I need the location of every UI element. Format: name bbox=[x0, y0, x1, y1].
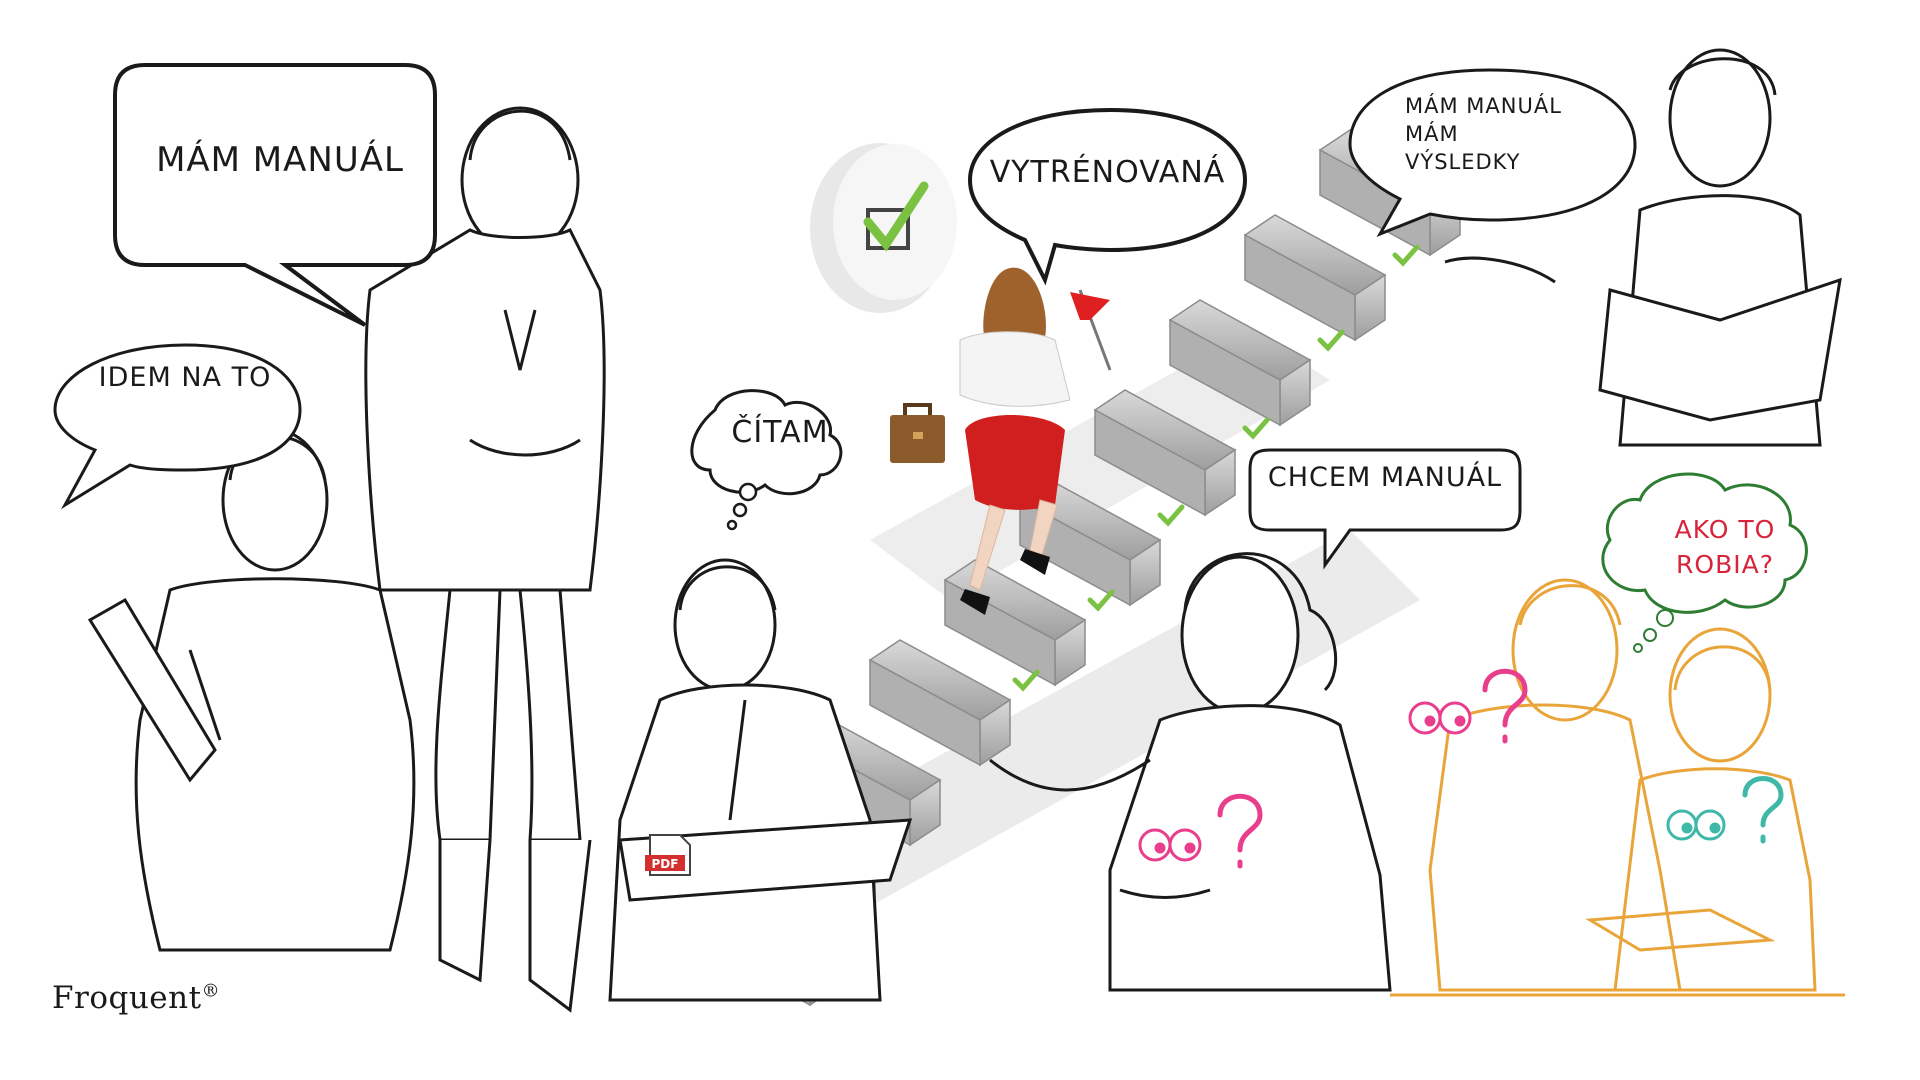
chcem-manual-text: CHCEM MANUÁL bbox=[1267, 462, 1503, 493]
speech-bubble-chcem-manual bbox=[1248, 448, 1522, 570]
gesturing-woman bbox=[989, 552, 1392, 992]
check-icon bbox=[1242, 417, 1270, 440]
check-icon bbox=[863, 181, 929, 252]
stair-step bbox=[943, 559, 1087, 687]
speech-bubble-mam-manual bbox=[113, 63, 437, 327]
question-mark-icon bbox=[1742, 776, 1784, 844]
speech-bubble-mam-manual-vysledky bbox=[1348, 68, 1637, 237]
ako-to-robia-text: AKO TO ROBIA? bbox=[1674, 515, 1776, 579]
speech-bubble-vytrenovana bbox=[967, 107, 1248, 286]
citam-text: ČÍTAM bbox=[731, 415, 829, 450]
confused-duo bbox=[1390, 578, 1845, 997]
eyes-icon bbox=[1408, 701, 1472, 735]
mam-manual-line: MÁM MANUÁL bbox=[1405, 94, 1562, 118]
check-icon bbox=[1087, 589, 1115, 612]
check-icon bbox=[1012, 669, 1040, 692]
pdf-icon: PDF bbox=[645, 834, 691, 876]
question-mark-icon bbox=[1217, 793, 1263, 869]
standing-woman-tall bbox=[364, 106, 606, 1013]
flag-icon bbox=[1070, 292, 1110, 320]
vysledky-line: VÝSLEDKY bbox=[1405, 150, 1521, 174]
stair-step bbox=[1243, 214, 1387, 342]
vytrenovana-text: VYTRÉNOVANÁ bbox=[989, 155, 1226, 190]
mam-manual-vysledky-text: MÁM MANUÁL MÁM VÝSLEDKY bbox=[1405, 92, 1635, 176]
climbing-woman bbox=[890, 267, 1112, 615]
stair-step bbox=[1168, 299, 1312, 427]
check-icon bbox=[1157, 504, 1185, 527]
mam-manual-text: MÁM MANUÁL bbox=[156, 140, 404, 180]
thought-trail bbox=[726, 482, 758, 531]
thought-bubble-citam bbox=[690, 389, 843, 496]
stair-step bbox=[1093, 389, 1237, 517]
brand-name: Froquent bbox=[52, 980, 202, 1016]
checkbox-bubble bbox=[810, 143, 957, 313]
speech-bubble-idem-na-to bbox=[53, 343, 302, 510]
reading-man bbox=[608, 558, 913, 1002]
check-icon bbox=[1392, 244, 1420, 267]
woman-with-folder bbox=[87, 428, 416, 952]
eyes-icon bbox=[1666, 809, 1726, 841]
thought-trail-green bbox=[1633, 609, 1674, 653]
stair-step bbox=[868, 639, 1012, 767]
question-mark-icon bbox=[1482, 668, 1528, 744]
eyes-icon bbox=[1138, 828, 1202, 862]
check-icon bbox=[1317, 329, 1345, 352]
mam-line: MÁM bbox=[1405, 122, 1459, 146]
idem-na-to-text: IDEM NA TO bbox=[98, 362, 272, 393]
brand-logo: Froquent® bbox=[52, 980, 220, 1016]
pdf-badge-label: PDF bbox=[652, 857, 679, 871]
thought-bubble-ako-to-robia bbox=[1601, 472, 1808, 614]
brand-registered-mark: ® bbox=[201, 980, 221, 1002]
man-with-open-folder bbox=[1444, 48, 1842, 447]
